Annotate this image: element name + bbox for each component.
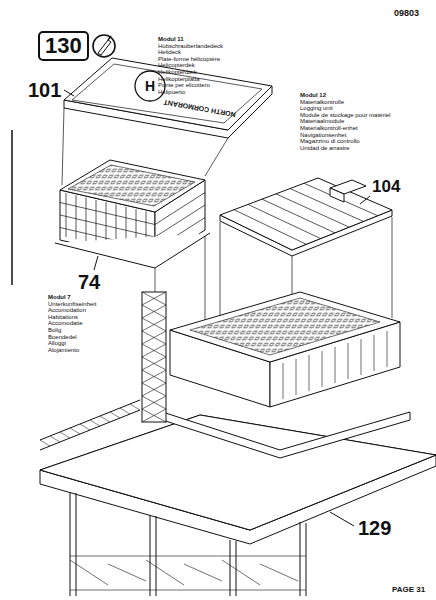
module-caption: Unidad de arrastre (300, 145, 350, 151)
module-caption: Materiaalmodule (300, 118, 344, 124)
callout-number: 129 (358, 518, 391, 538)
module-caption: Unterkunftseinheit (48, 301, 96, 307)
part-number: 09803 (394, 9, 419, 18)
accommodation-module (55, 160, 210, 268)
module-caption: Helideck (158, 49, 181, 55)
module-caption: Helikopterdæk (158, 69, 197, 75)
module-caption: Alloggi (48, 340, 66, 346)
module-caption: Accomodatie (48, 320, 83, 326)
module-caption: Accomodation (48, 307, 86, 313)
module-caption: Boendedel (48, 334, 77, 340)
module-caption: Modul 11 (158, 36, 184, 42)
module-caption: Magazzino di controllo (300, 138, 360, 144)
module-caption: Habitations (48, 314, 78, 320)
step-number: 130 (45, 35, 82, 57)
module-caption: Hubschrauberlandedeck (158, 43, 223, 49)
leader-line (360, 196, 370, 204)
module-caption: Logging unit (300, 105, 333, 111)
page-number: PAGE 31 (392, 586, 425, 594)
helideck (62, 58, 272, 185)
platform (40, 292, 436, 596)
module-caption: Ponte per elicottero (158, 82, 210, 88)
module-caption: Alojamiento (48, 347, 79, 353)
step-number-box: 130 (38, 31, 89, 61)
callout-number: 101 (28, 80, 61, 100)
leader-line (94, 256, 98, 270)
module-caption: Plate-forme hélicoptère (158, 56, 220, 62)
deck-marking: H (145, 79, 155, 93)
module-caption: Modul 12 (300, 92, 326, 98)
scan-edge (11, 130, 13, 285)
callout-number: 104 (372, 178, 400, 195)
module-caption: Helikopterplatta (158, 76, 200, 82)
module-caption: Bolig (48, 327, 61, 333)
module-caption: Helicopterdek (158, 62, 195, 68)
module-caption: Materialkontrolle (300, 99, 344, 105)
logging-unit (220, 178, 392, 256)
module-caption: Module de stockage pour matériel (300, 112, 390, 118)
glue-icon (93, 35, 115, 57)
module-caption: Modul 7 (48, 294, 71, 300)
module-caption: Navigationsenhet (300, 132, 346, 138)
module-caption: Helipuerto (158, 89, 185, 95)
callout-number: 74 (78, 272, 100, 292)
leader-line (64, 90, 74, 96)
leader-line (330, 512, 354, 526)
module-caption: Materialkontroll-enhet (300, 125, 358, 131)
